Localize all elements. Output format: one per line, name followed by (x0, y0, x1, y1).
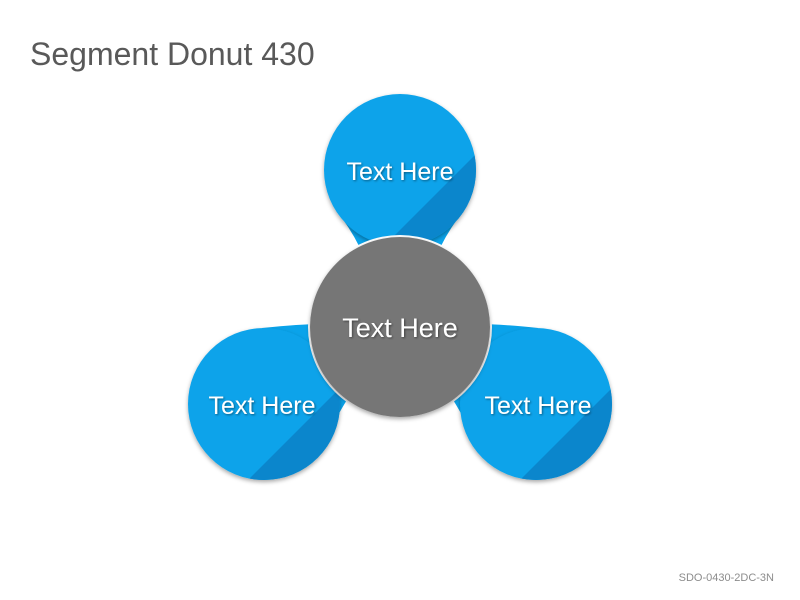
segment-left[interactable]: Text Here (164, 328, 384, 564)
center-label: Text Here (342, 313, 458, 343)
segment-top-shade (324, 130, 476, 246)
slide-title: Segment Donut 430 (30, 36, 315, 72)
segment-left-label: Text Here (209, 392, 316, 420)
center-node[interactable]: Text Here (308, 235, 492, 419)
slide-code: SDO-0430-2DC-3N (678, 572, 774, 584)
segment-right-shade (460, 364, 612, 480)
segment-left-shade (188, 364, 340, 480)
segment-right-label: Text Here (485, 392, 592, 420)
segment-top-label: Text Here (347, 158, 454, 186)
segment-top[interactable]: Text Here (300, 94, 520, 330)
segment-right[interactable]: Text Here (436, 328, 656, 564)
